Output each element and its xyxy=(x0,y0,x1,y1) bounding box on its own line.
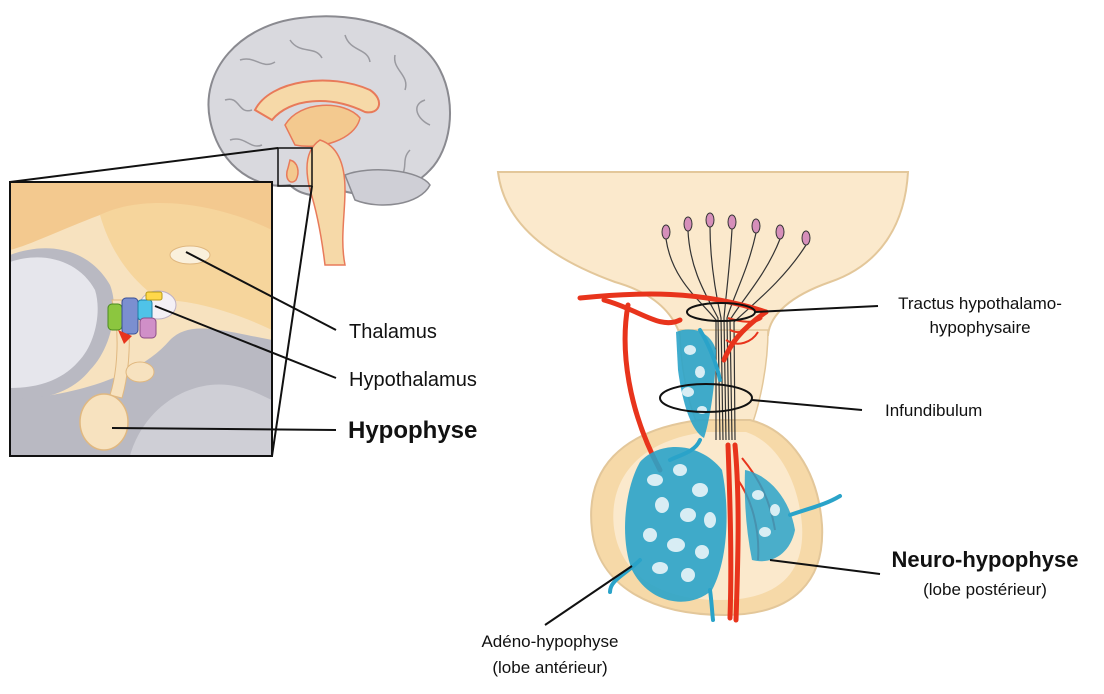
label-infundibulum: Infundibulum xyxy=(885,401,982,421)
label-hypophyse: Hypophyse xyxy=(348,417,477,445)
pituitary-detail xyxy=(498,172,908,620)
label-neuro-hypophyse: Neuro-hypophyse xyxy=(880,547,1090,573)
zoom-line-bottom xyxy=(272,186,312,456)
label-thalamus: Thalamus xyxy=(349,321,437,344)
label-adeno-hypophyse: Adéno-hypophyse xyxy=(440,632,660,652)
zoomed-inset xyxy=(10,182,272,456)
adeno-leader xyxy=(545,566,632,625)
label-neuro-sub: (lobe postérieur) xyxy=(880,580,1090,600)
infundibulum-leader xyxy=(752,400,862,410)
label-tractus-line1: Tractus hypothalamo- xyxy=(880,294,1080,314)
label-tractus-line2: hypophysaire xyxy=(880,318,1080,338)
label-adeno-sub: (lobe antérieur) xyxy=(440,658,660,678)
label-hypothalamus: Hypothalamus xyxy=(349,369,477,392)
